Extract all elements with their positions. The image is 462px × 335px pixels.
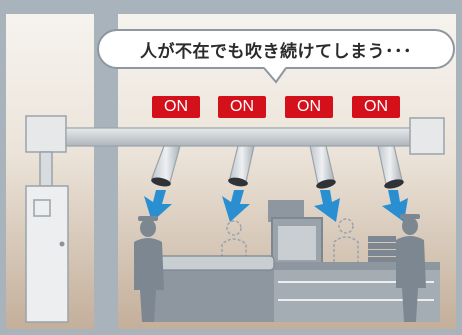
absent-person-outline-icon	[333, 218, 359, 262]
person-silhouette-icon	[134, 216, 164, 322]
cabinet-panel	[33, 199, 51, 217]
status-badge-on-1: ON	[152, 96, 200, 118]
nozzle-1	[151, 145, 181, 187]
left-frame	[0, 0, 6, 335]
tray-stack	[368, 236, 396, 263]
counter-tray	[157, 255, 275, 271]
status-badge-on-4: ON	[352, 96, 400, 118]
bottom-frame	[0, 329, 462, 335]
speech-bubble-text: 人が不在でも吹き続けてしまう･･･	[140, 41, 412, 62]
conduit	[39, 151, 53, 187]
airflow-arrow-icon	[222, 190, 250, 222]
duct-end-box	[409, 117, 445, 155]
nozzle-3	[309, 145, 336, 189]
equipment-window	[278, 226, 316, 260]
airflow-arrow-icon	[314, 190, 340, 222]
control-cabinet	[25, 185, 69, 323]
nozzle-2	[228, 145, 255, 187]
right-frame	[456, 0, 462, 335]
ceiling-beam	[0, 0, 462, 14]
status-badge-on-3: ON	[285, 96, 333, 118]
speech-bubble-icon	[97, 29, 455, 84]
cabinet-knob	[59, 241, 65, 247]
person-silhouette-icon	[396, 214, 426, 322]
main-duct	[65, 127, 413, 147]
airflow-arrow-icon	[144, 190, 172, 222]
junction-box	[25, 115, 67, 153]
status-badge-on-2: ON	[218, 96, 266, 118]
nozzle-4	[377, 145, 404, 189]
absent-person-outline-icon	[221, 220, 247, 262]
equipment-top	[268, 200, 304, 222]
airflow-arrow-icon	[382, 190, 408, 222]
